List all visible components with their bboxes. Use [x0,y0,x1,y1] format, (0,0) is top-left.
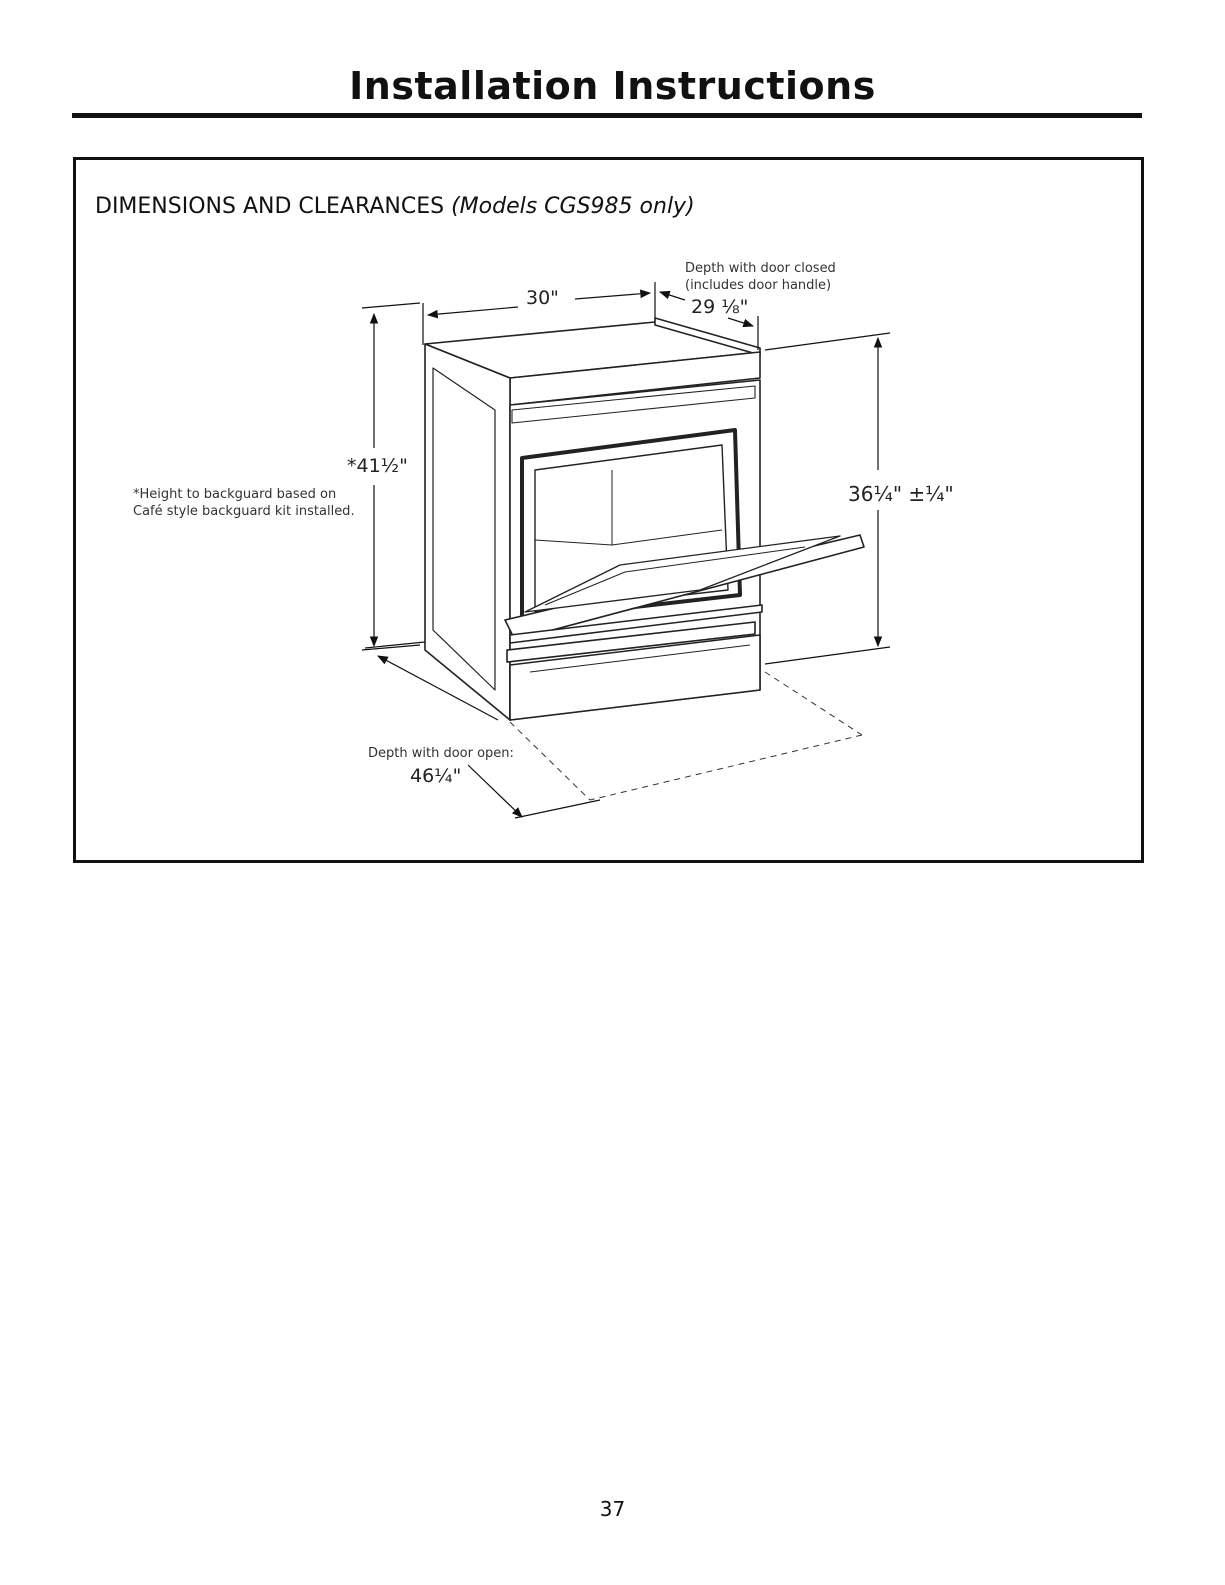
height-note: *Height to backguard based on Café style… [133,486,355,520]
depth-open-value: 46¼" [410,765,461,787]
width-value: 30" [526,287,559,309]
depth-closed-value: 29 ⅛" [691,296,748,318]
depth-open-label: Depth with door open: [368,745,514,762]
height-cooktop-value: 36¼" ±¼" [848,482,954,506]
depth-closed-label-line1: Depth with door closed [685,260,836,277]
height-note-line2: Café style backguard kit installed. [133,503,355,520]
height-backguard-value: *41½" [347,455,408,477]
page-number: 37 [0,1497,1225,1521]
depth-closed-label-line2: (includes door handle) [685,277,836,294]
height-note-line1: *Height to backguard based on [133,486,355,503]
depth-closed-label: Depth with door closed (includes door ha… [685,260,836,294]
